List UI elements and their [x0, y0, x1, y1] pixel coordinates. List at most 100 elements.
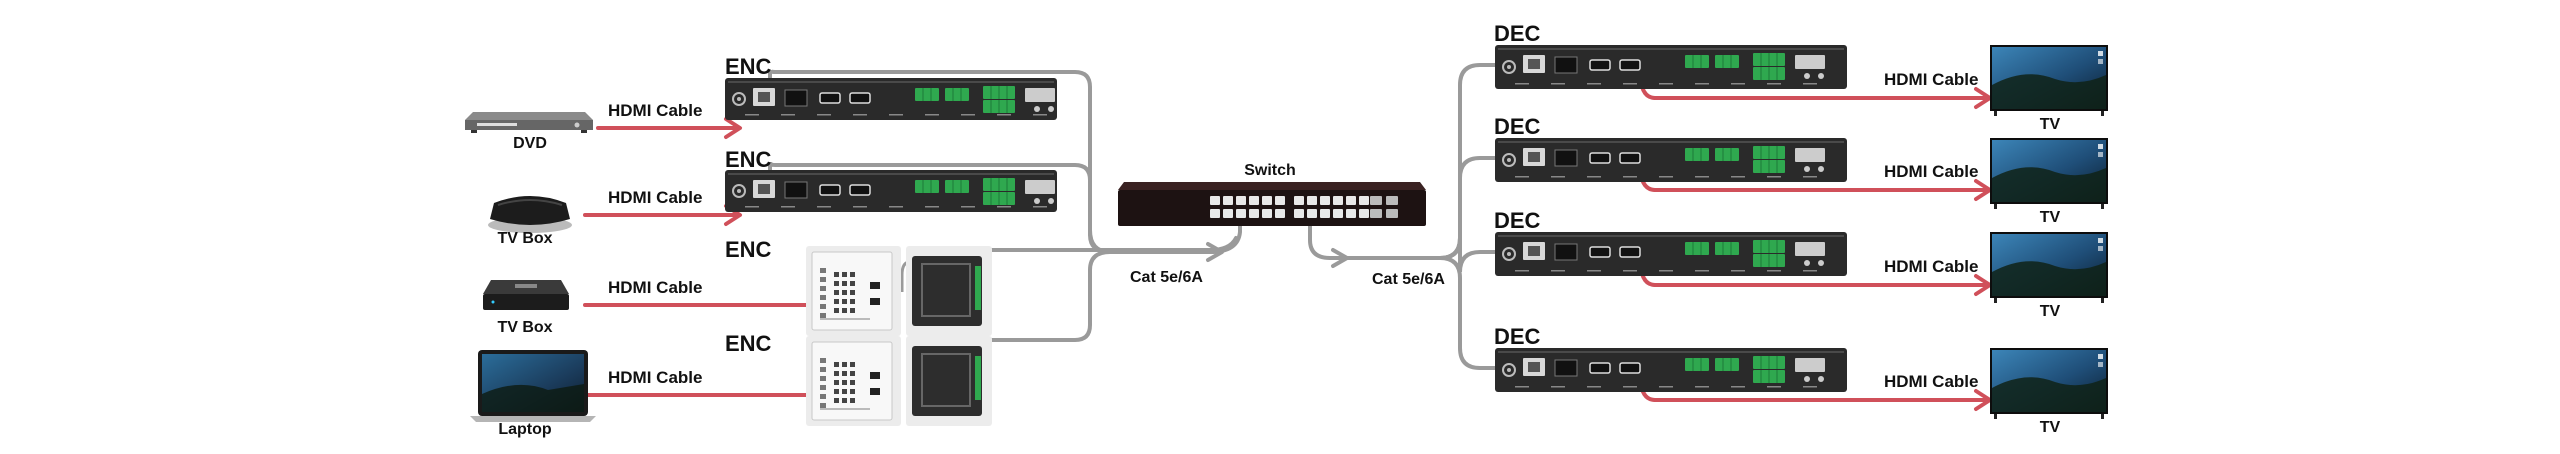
rs232-port-icon: [1025, 180, 1055, 194]
hdmi-port-icon: [1589, 59, 1611, 71]
decoder-box-3: [1495, 232, 1847, 276]
cat-cable-to-switch: [1209, 215, 1242, 254]
decoder-label-3: DEC: [1494, 208, 1541, 233]
display-label-1: TV: [2040, 116, 2061, 133]
hdmi-port-icon: [1619, 362, 1641, 374]
hdmi-port-icon: [819, 92, 841, 104]
device-chassis: [1495, 45, 1847, 89]
terminal-block: [945, 180, 969, 193]
terminal-block: [1753, 53, 1785, 66]
terminal-block: [983, 178, 1015, 191]
power-port-icon: [1502, 60, 1516, 74]
cat-cable-decoder-4: [1438, 256, 1502, 370]
terminal-block: [945, 88, 969, 101]
encoder-label-2: ENC: [725, 147, 772, 172]
device-chassis: [1495, 138, 1847, 182]
encoder-label-4: ENC: [725, 331, 772, 356]
cat-label-right: Cat 5e/6A: [1372, 271, 1445, 288]
display-label-3: TV: [2040, 303, 2061, 320]
sfp-port-icon: [784, 89, 808, 107]
terminal-block: [1685, 242, 1709, 255]
hdmi-arrow-display-1: [1653, 87, 1992, 109]
terminal-block: [1715, 358, 1739, 371]
terminal-block: [983, 192, 1015, 205]
encoder-box-1: [725, 78, 1057, 120]
encoder-label-1: ENC: [725, 54, 772, 79]
hdmi-port-icon: [1619, 59, 1641, 71]
cat-cable-decoder-3: [1438, 237, 1502, 273]
terminal-block: [1715, 242, 1739, 255]
encoder-box-2: [725, 170, 1057, 212]
hdmi-cable-layer: [583, 69, 1992, 411]
sfp-port-icon: [1554, 243, 1578, 261]
decoder-label-4: DEC: [1494, 324, 1541, 349]
power-port-icon: [732, 184, 746, 198]
hdmi-arrow-source-3: [583, 294, 827, 316]
encoder-wallplate-1: [806, 246, 992, 336]
terminal-block: [983, 100, 1015, 113]
cat-arrow-icon: [1206, 242, 1224, 262]
decoder-box-4: [1495, 348, 1847, 392]
terminal-block: [1685, 55, 1709, 68]
hdmi-port-icon: [1589, 362, 1611, 374]
hdmi-label-display-3: HDMI Cable: [1884, 257, 1978, 276]
source-label-dvd: DVD: [513, 135, 547, 152]
hdmi-port-icon: [849, 92, 871, 104]
terminal-block: [1753, 160, 1785, 173]
device-chassis: [1495, 348, 1847, 392]
terminal-block: [915, 88, 939, 101]
cat-cable-from-switch: [1308, 215, 1345, 260]
terminal-block: [1753, 240, 1785, 253]
hdmi-port-icon: [1589, 152, 1611, 164]
hdmi-label-display-1: HDMI Cable: [1884, 70, 1978, 89]
switch-label: Switch: [1244, 162, 1296, 179]
hdmi-label-source-1: HDMI Cable: [608, 101, 702, 120]
tv-icon: [1990, 348, 2108, 419]
hdmi-port-icon: [1619, 246, 1641, 258]
power-port-icon: [732, 92, 746, 106]
tv-box-icon: [483, 280, 569, 310]
device-chassis: [725, 170, 1057, 212]
terminal-block: [1685, 358, 1709, 371]
dvd-player-icon: [465, 112, 593, 133]
decoder-label-1: DEC: [1494, 21, 1541, 46]
decoder-box-1: [1495, 45, 1847, 89]
device-layer: [465, 45, 2108, 426]
terminal-block: [915, 180, 939, 193]
rs232-port-icon: [1795, 148, 1825, 162]
source-label-tvbox-1: TV Box: [497, 230, 552, 247]
rs232-port-icon: [1025, 88, 1055, 102]
wallplate-rear: [912, 256, 982, 326]
sfp-port-icon: [1554, 359, 1578, 377]
encoder-wallplate-2: [806, 336, 992, 426]
hdmi-port-icon: [849, 184, 871, 196]
hdmi-arrow-display-4: [1653, 389, 1992, 411]
wallplate-rear: [912, 346, 982, 416]
sfp-port-icon: [1554, 149, 1578, 167]
encoder-label-3: ENC: [725, 237, 772, 262]
switch-chassis: [1118, 190, 1426, 226]
terminal-block: [1685, 148, 1709, 161]
hdmi-label-display-2: HDMI Cable: [1884, 162, 1978, 181]
hdmi-port-icon: [819, 184, 841, 196]
rs232-port-icon: [1795, 242, 1825, 256]
sfp-port-icon: [1554, 56, 1578, 74]
hdmi-port-icon: [1619, 152, 1641, 164]
device-chassis: [1495, 232, 1847, 276]
power-port-icon: [1502, 363, 1516, 377]
cat-cable-decoder-2: [1438, 156, 1502, 260]
tv-icon: [1990, 138, 2108, 209]
hdmi-arrow-source-2: [583, 204, 742, 226]
hdmi-label-display-4: HDMI Cable: [1884, 372, 1978, 391]
terminal-block: [1753, 370, 1785, 383]
tv-icon: [1990, 232, 2108, 303]
hdmi-port-icon: [1589, 246, 1611, 258]
decoder-label-2: DEC: [1494, 114, 1541, 139]
source-label-laptop: Laptop: [498, 421, 552, 438]
hdmi-arrow-display-3: [1653, 274, 1992, 296]
power-port-icon: [1502, 153, 1516, 167]
hdmi-arrow-display-2: [1653, 179, 1992, 201]
hdmi-label-source-2: HDMI Cable: [608, 188, 702, 207]
